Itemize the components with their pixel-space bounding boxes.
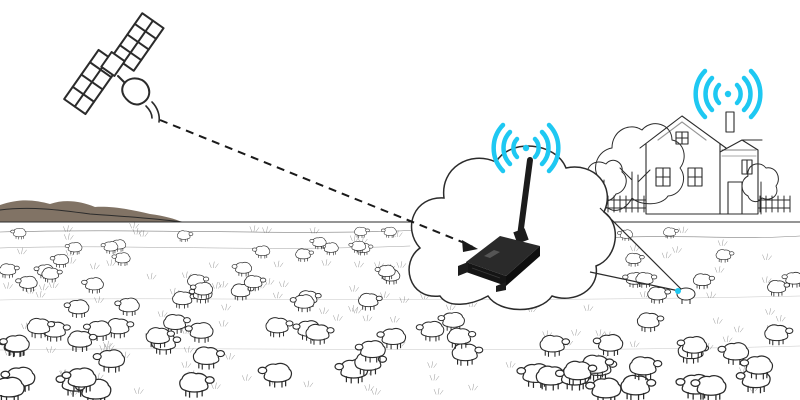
- sheep: [381, 226, 397, 239]
- sheep: [348, 240, 366, 254]
- sheep: [539, 334, 571, 357]
- sheep: [374, 264, 396, 280]
- sheep: [451, 343, 484, 366]
- sheep: [781, 271, 800, 288]
- sheep: [717, 342, 750, 365]
- sheep: [305, 323, 335, 345]
- sheep: [100, 241, 119, 254]
- sheep: [252, 245, 271, 259]
- farmhouse: [582, 111, 791, 215]
- sheep: [257, 362, 293, 388]
- satellite-icon: [63, 12, 165, 123]
- sheep: [163, 314, 191, 334]
- sheep: [629, 356, 663, 381]
- wifi-signal-icon: [491, 122, 561, 174]
- sheep: [179, 372, 215, 398]
- sheep: [715, 249, 735, 263]
- sheep: [184, 322, 214, 343]
- sheep: [289, 294, 315, 313]
- sheep-flock: [0, 226, 800, 400]
- sheep: [49, 253, 70, 268]
- sheep: [243, 275, 267, 292]
- sheep: [61, 367, 97, 393]
- sheep: [764, 324, 794, 346]
- sheep: [376, 327, 407, 350]
- sheep: [10, 228, 27, 240]
- sheep: [354, 340, 386, 363]
- sheep: [663, 227, 679, 239]
- sheep: [114, 297, 140, 316]
- gateway-device: [458, 157, 540, 292]
- sheep: [295, 248, 314, 262]
- sheep: [636, 312, 665, 333]
- sheep: [192, 346, 226, 370]
- tree: [595, 123, 685, 213]
- sheep: [647, 286, 672, 304]
- sheep: [446, 327, 477, 349]
- sheep: [265, 317, 294, 338]
- sheep: [739, 355, 774, 380]
- sheep: [563, 360, 598, 386]
- sheep: [231, 261, 253, 277]
- sheep: [106, 318, 135, 339]
- sheep: [585, 377, 622, 400]
- hills: [0, 200, 183, 223]
- sheep: [15, 275, 38, 292]
- sheep: [690, 375, 727, 400]
- sheep: [92, 349, 126, 373]
- wifi-signal-icon: [693, 68, 763, 120]
- sheep: [415, 320, 445, 342]
- sheep: [41, 267, 63, 283]
- sheep: [0, 263, 20, 279]
- sheep: [230, 283, 255, 301]
- sheep: [692, 273, 715, 290]
- sheep: [767, 279, 791, 297]
- sheep: [592, 334, 624, 356]
- sheep: [0, 376, 25, 400]
- sheep: [358, 292, 383, 311]
- sheep: [67, 330, 98, 352]
- sheep: [26, 317, 56, 339]
- cloud-callout: [408, 145, 685, 311]
- sheep: [309, 237, 327, 250]
- sheep: [64, 242, 83, 255]
- sheep: [145, 327, 176, 349]
- sheep: [111, 252, 131, 266]
- dashed-uplink-line: [159, 119, 478, 252]
- sheep: [625, 252, 645, 267]
- sheep: [354, 226, 370, 239]
- sheep: [635, 272, 658, 288]
- sheep: [177, 230, 194, 242]
- sheep: [81, 277, 104, 294]
- sheep: [676, 336, 708, 358]
- sheep: [437, 311, 465, 332]
- sheep: [0, 334, 30, 357]
- sheep: [63, 299, 90, 318]
- tracked-sheep: [675, 287, 696, 304]
- sheep: [189, 281, 214, 299]
- tree: [741, 163, 779, 215]
